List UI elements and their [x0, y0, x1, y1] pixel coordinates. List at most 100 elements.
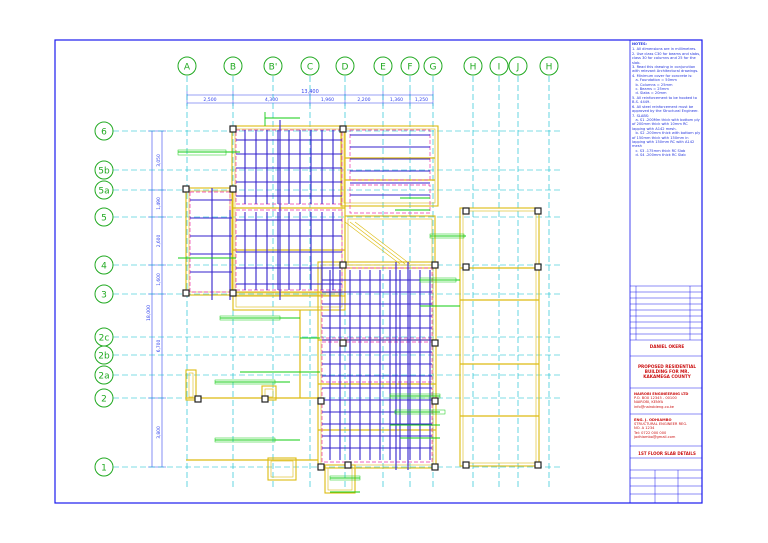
grid-label-column: B	[230, 63, 236, 73]
grid-label-column: D	[342, 63, 349, 73]
callout-tag	[214, 379, 276, 385]
grid-label-row: 2b	[98, 352, 110, 362]
grid-label-column: H	[546, 63, 553, 73]
column	[431, 463, 439, 471]
dimension-label: 6,700	[156, 340, 162, 353]
column	[431, 339, 439, 347]
notes-title: NOTES:	[632, 42, 647, 46]
grid-bubble-column	[539, 56, 559, 76]
grid-label-column: C	[307, 63, 313, 73]
column	[462, 461, 470, 469]
beam-outline	[340, 125, 439, 207]
consultant-name: NAIROBI ENGINEERING LTD	[634, 392, 689, 396]
dimension-label: 2,200	[357, 97, 370, 103]
beam-inner-edge	[235, 294, 343, 308]
slab-panel-edge	[235, 209, 343, 291]
dimension-label: 2,500	[203, 97, 216, 103]
note-line: a. Foundation = 50mm	[632, 78, 677, 83]
grid-bubble-column	[335, 56, 355, 76]
stair-line	[349, 221, 406, 265]
grid-label-row: 2	[101, 395, 107, 405]
beam-outline	[231, 125, 346, 297]
note-line: b. S2 -200mm thick with bottom ply of 15…	[632, 131, 702, 149]
grid-bubble-column	[223, 56, 243, 76]
beam-outline	[185, 187, 234, 296]
dimension-label: 1,600	[156, 273, 162, 286]
note-line: 3. Read this drawing in conjunction with…	[632, 65, 699, 74]
note-line: d. Slabs = 20mm	[632, 91, 667, 96]
beam-inner-edge	[270, 460, 294, 478]
grid-label-column: F	[407, 63, 412, 73]
grid-label-column: B'	[269, 63, 278, 73]
grid-bubble-column	[463, 56, 483, 76]
beam-inner-edge	[188, 372, 194, 398]
callout-tag	[419, 277, 457, 283]
project-line: PROPOSED RESIDENTIAL	[637, 364, 697, 369]
project-line: KAKAMEGA COUNTY	[643, 374, 691, 379]
rebar-lines	[190, 120, 432, 470]
dimension-label: 1,250	[415, 97, 428, 103]
beam-inner-edge	[234, 128, 343, 294]
column	[534, 263, 542, 271]
grid-bubble-row	[94, 365, 114, 385]
dimension-overall-label: 13,400	[301, 89, 319, 95]
beam-outline	[317, 261, 437, 469]
grid-bubble-row	[94, 160, 114, 180]
callout-lines	[177, 112, 466, 493]
column	[431, 397, 439, 405]
grid-bubble-column	[300, 56, 320, 76]
beam-inner-edge	[462, 210, 537, 464]
callout-tag	[219, 315, 281, 321]
grid-bubble-row	[94, 345, 114, 365]
column	[431, 261, 439, 269]
slab-panel-edge	[349, 184, 431, 214]
column	[339, 261, 347, 269]
dimension-label: 2,600	[156, 235, 162, 248]
slab-panel-edge	[321, 341, 433, 383]
engineer-name: ENG. J. ODHIAMBO	[634, 418, 672, 422]
note-line: d. S4 -200mm thick RC Slab	[632, 153, 686, 158]
column	[462, 207, 470, 215]
column	[182, 289, 190, 297]
stair-line	[354, 221, 411, 265]
callout-tag	[394, 409, 446, 415]
grid-bubble-column	[400, 56, 420, 76]
client-name: DANIEL OKERE	[649, 344, 685, 349]
grid-label-row: 3	[101, 291, 107, 301]
grid-bubble-row	[94, 121, 114, 141]
engineer-line: Tel: 0722 000 000	[634, 430, 667, 435]
consultant-line: info@nairobieng.co.ke	[634, 404, 675, 409]
note-line: 2. Use class C30 for beams and slabs, cl…	[632, 51, 702, 65]
grid-bubble-column	[373, 56, 393, 76]
dimension-total-label: 18,000	[146, 305, 152, 321]
beam-inner-edge	[320, 264, 434, 466]
grid-bubble-row	[94, 255, 114, 275]
callout-tag	[214, 437, 276, 443]
beam-outline	[185, 369, 197, 401]
grid-bubble-column	[263, 56, 283, 76]
column	[317, 397, 325, 405]
callout-tag	[389, 393, 441, 399]
column	[534, 207, 542, 215]
engineer-line: NO. A 1234	[634, 426, 655, 431]
note-line: 4. Minimum cover for concrete is:	[632, 73, 693, 78]
column	[339, 339, 347, 347]
column	[339, 125, 347, 133]
beam-outline	[261, 385, 277, 401]
grid-label-row: 1	[101, 464, 107, 474]
beam-outline	[459, 207, 540, 467]
note-line: 7. SLABS:	[632, 113, 650, 118]
grid-bubble-column	[489, 56, 509, 76]
title-block-lines	[630, 285, 702, 503]
slab-panel-edge	[349, 129, 431, 181]
dimension-label: 4,300	[265, 97, 278, 103]
grid-label-column: A	[184, 63, 191, 73]
callout-tag	[429, 233, 465, 239]
dimension-label: 3,800	[156, 426, 162, 439]
beam-outline	[232, 291, 346, 311]
engineer-block: ENG. J. ODHIAMBO STRUCTURAL ENGINEER REG…	[634, 418, 704, 439]
beam-inner-edge	[327, 467, 353, 491]
grid-bubble-row	[94, 284, 114, 304]
grid-label-column: E	[380, 63, 386, 73]
